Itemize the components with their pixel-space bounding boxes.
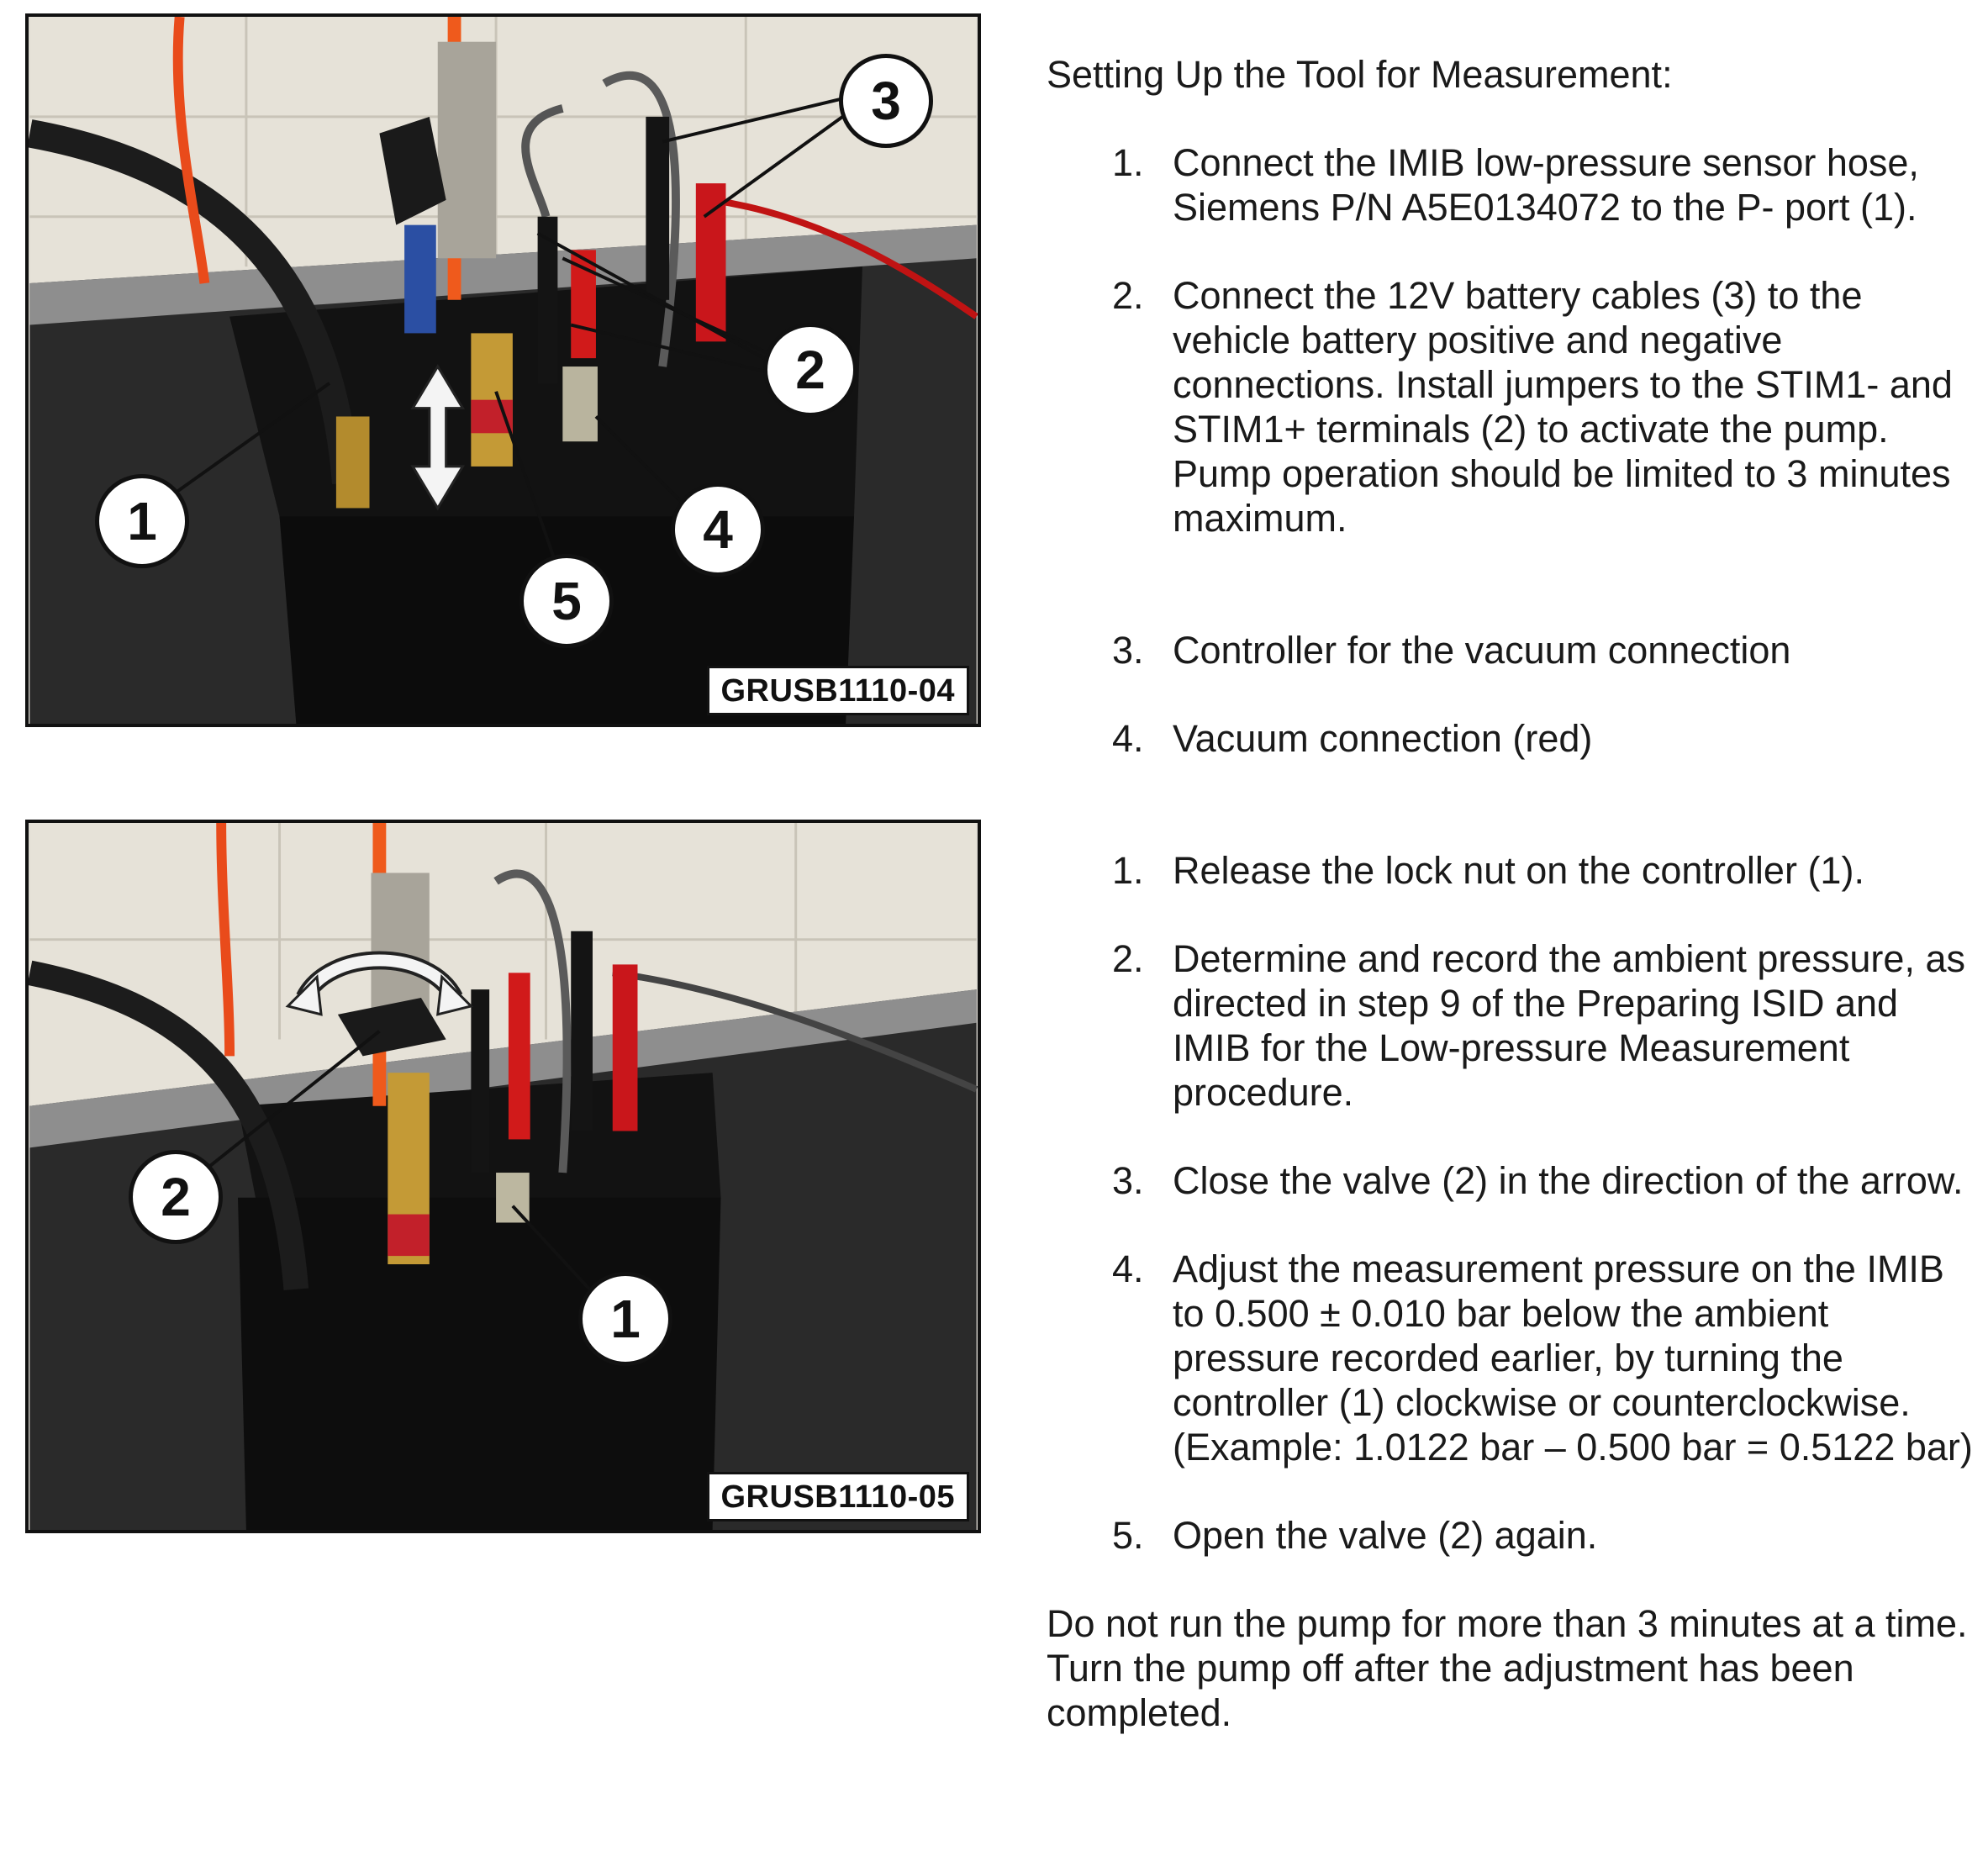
callout-1: 1 [578,1272,672,1366]
list-item: 4. Vacuum connection (red) [1047,716,1975,761]
figure-pump-connections: 1 2 3 4 5 GRUSB1110-04 [25,13,981,727]
list-item: 4. Adjust the measurement pressure on th… [1047,1247,1975,1469]
step-number: 3. [1112,1159,1144,1202]
step-number: 4. [1112,1247,1144,1290]
callout-5: 5 [519,554,614,648]
figure-controller-valve: 2 1 GRUSB1110-05 [25,820,981,1533]
step-text: Vacuum connection (red) [1173,717,1593,760]
list-item: 1. Connect the IMIB low-pressure sensor … [1047,140,1975,229]
pump-warning-note: Do not run the pump for more than 3 minu… [1047,1602,1968,1734]
list-item: 3. Controller for the vacuum connection [1047,628,1975,672]
section-heading: Setting Up the Tool for Measurement: [1047,53,1673,96]
step-text: Connect the IMIB low-pressure sensor hos… [1173,141,1919,229]
callout-1: 1 [95,474,189,568]
figure-id-label: GRUSB1110-05 [706,1472,969,1521]
step-text: Connect the 12V battery cables (3) to th… [1173,274,1953,540]
step-text: Close the valve (2) in the direction of … [1173,1159,1964,1202]
instructions-column: Setting Up the Tool for Measurement: 1. … [1047,52,1975,1735]
step-number: 1. [1112,141,1144,184]
setup-steps-list: 1. Connect the IMIB low-pressure sensor … [1047,140,1975,761]
step-number: 4. [1112,717,1144,760]
step-number: 3. [1112,629,1144,672]
callout-3: 3 [839,54,933,148]
callout-4: 4 [671,483,765,577]
callout-2: 2 [129,1150,223,1244]
adjustment-steps-list: 1. Release the lock nut on the controlle… [1047,848,1975,1558]
list-item: 2. Determine and record the ambient pres… [1047,936,1975,1115]
list-item: 2. Connect the 12V battery cables (3) to… [1047,273,1975,541]
step-text: Controller for the vacuum connection [1173,629,1791,672]
step-number: 5. [1112,1514,1144,1557]
step-text: Determine and record the ambient pressur… [1173,937,1965,1114]
list-item: 5. Open the valve (2) again. [1047,1513,1975,1558]
step-text: Adjust the measurement pressure on the I… [1173,1247,1973,1469]
step-number: 2. [1112,274,1144,317]
figure-id-label: GRUSB1110-04 [706,666,969,715]
step-text: Open the valve (2) again. [1173,1514,1598,1557]
callout-2: 2 [763,323,857,417]
step-number: 1. [1112,849,1144,892]
list-item: 3. Close the valve (2) in the direction … [1047,1158,1975,1203]
list-item: 1. Release the lock nut on the controlle… [1047,848,1975,893]
step-text: Release the lock nut on the controller (… [1173,849,1864,892]
step-number: 2. [1112,937,1144,980]
